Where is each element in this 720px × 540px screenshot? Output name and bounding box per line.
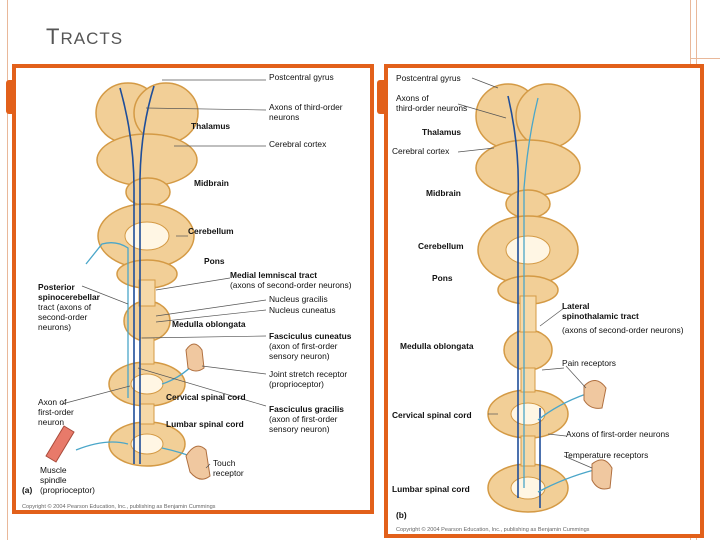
slide-corner-line bbox=[690, 58, 720, 59]
label-nucleus-cuneatus: Nucleus cuneatus bbox=[269, 306, 336, 316]
label-thalamus: Thalamus bbox=[191, 122, 230, 132]
panel-b-copyright: Copyright © 2004 Pearson Education, Inc.… bbox=[396, 527, 589, 533]
label-posterior-5: neurons) bbox=[38, 323, 71, 333]
label-touch-receptor: receptor bbox=[213, 469, 244, 479]
label-b-midbrain: Midbrain bbox=[426, 189, 461, 199]
label-cervical-spinal-cord: Cervical spinal cord bbox=[166, 393, 246, 403]
label-b-pons: Pons bbox=[432, 274, 452, 284]
label-b-lumbar-spinal-cord: Lumbar spinal cord bbox=[392, 485, 470, 495]
slide-title: TRACTS bbox=[46, 24, 123, 50]
label-postcentral-gyrus: Postcentral gyrus bbox=[269, 73, 334, 83]
label-cerebellum: Cerebellum bbox=[188, 227, 234, 237]
label-axons-third-order-2: neurons bbox=[269, 113, 299, 123]
label-b-axons-first-order: Axons of first-order neurons bbox=[566, 430, 669, 440]
label-muscle-proprioceptor: (proprioceptor) bbox=[40, 486, 95, 496]
label-b-cerebellum: Cerebellum bbox=[418, 242, 464, 252]
label-b-temperature-receptors: Temperature receptors bbox=[564, 451, 648, 461]
label-pons: Pons bbox=[204, 257, 224, 267]
panel-b-diagram bbox=[388, 68, 704, 538]
label-b-postcentral-gyrus: Postcentral gyrus bbox=[396, 74, 461, 84]
label-midbrain: Midbrain bbox=[194, 179, 229, 189]
label-b-thalamus: Thalamus bbox=[422, 128, 461, 138]
label-b-cervical-spinal-cord: Cervical spinal cord bbox=[392, 411, 472, 421]
panel-a-copyright: Copyright © 2004 Pearson Education, Inc.… bbox=[22, 504, 215, 510]
label-medulla-oblongata: Medulla oblongata bbox=[172, 320, 246, 330]
label-b-spinothalamic-tract: spinothalamic tract bbox=[562, 312, 639, 322]
label-cerebral-cortex: Cerebral cortex bbox=[269, 140, 326, 150]
panel-b: Postcentral gyrus Axons of third-order n… bbox=[384, 64, 704, 538]
label-b-medulla-oblongata: Medulla oblongata bbox=[400, 342, 474, 352]
label-proprioceptor: (proprioceptor) bbox=[269, 380, 324, 390]
label-medial-lemniscal-2: (axons of second-order neurons) bbox=[230, 281, 352, 291]
panel-a: Postcentral gyrus Axons of third-order n… bbox=[12, 64, 374, 514]
label-fasciculus-gracilis-3: sensory neuron) bbox=[269, 425, 330, 435]
label-b-pain-receptors: Pain receptors bbox=[562, 359, 616, 369]
label-b-second-order-axons: (axons of second-order neurons) bbox=[562, 326, 684, 336]
label-fasciculus-cuneatus-3: sensory neuron) bbox=[269, 352, 330, 362]
label-nucleus-gracilis: Nucleus gracilis bbox=[269, 295, 328, 305]
label-b-cerebral-cortex: Cerebral cortex bbox=[392, 147, 449, 157]
label-lumbar-spinal-cord: Lumbar spinal cord bbox=[166, 420, 244, 430]
label-b-axons-third-order-2: third-order neurons bbox=[396, 104, 467, 114]
panel-a-letter: (a) bbox=[22, 486, 32, 496]
panel-b-letter: (b) bbox=[396, 511, 407, 521]
label-axon-first-order-3: neuron bbox=[38, 418, 64, 428]
